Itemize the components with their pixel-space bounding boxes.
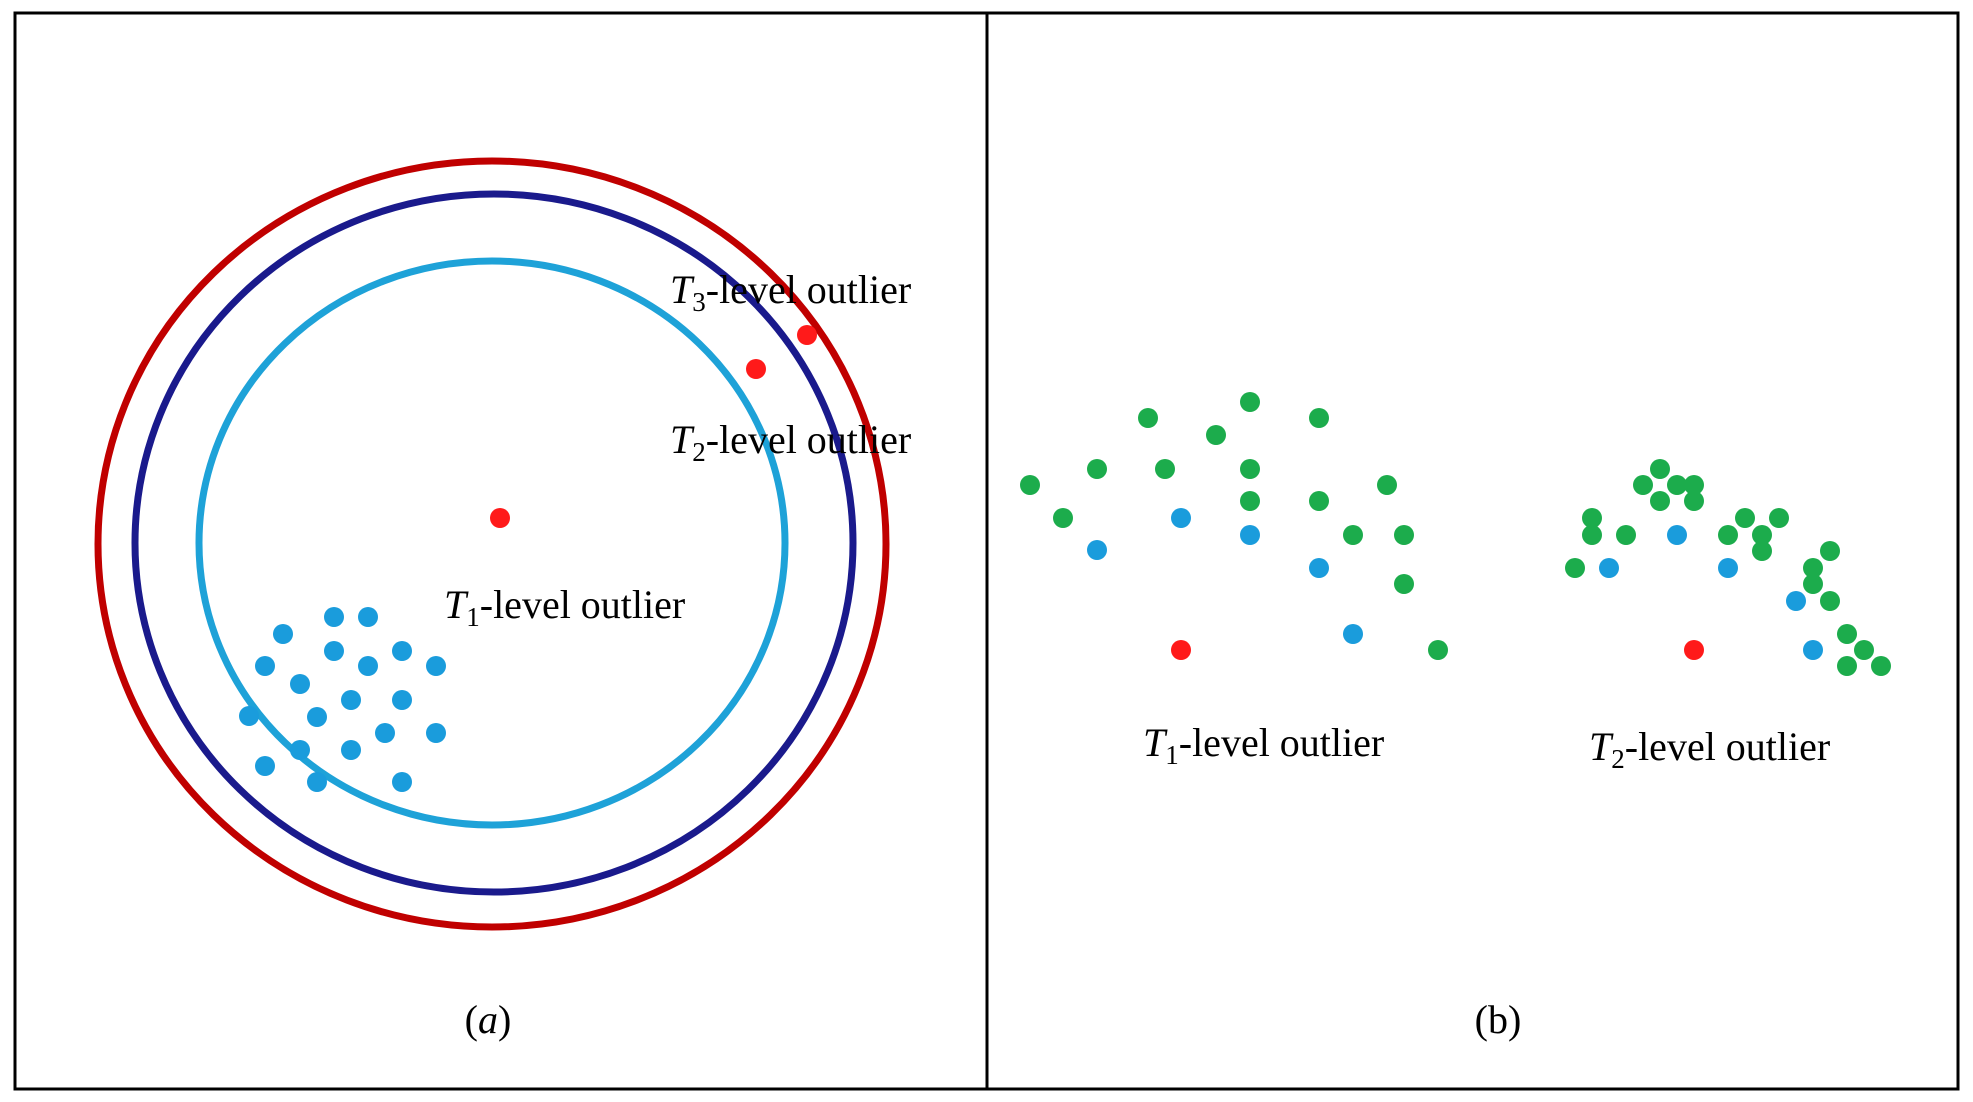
blue-point bbox=[1599, 558, 1619, 578]
green-point bbox=[1803, 574, 1823, 594]
green-point bbox=[1735, 508, 1755, 528]
green-point bbox=[1684, 475, 1704, 495]
panel-b-caption: (b) bbox=[1475, 997, 1522, 1042]
cluster-point bbox=[392, 690, 412, 710]
green-point bbox=[1240, 459, 1260, 479]
green-point bbox=[1837, 656, 1857, 676]
cluster-point bbox=[255, 656, 275, 676]
green-point bbox=[1871, 656, 1891, 676]
green-point bbox=[1394, 574, 1414, 594]
green-point bbox=[1684, 491, 1704, 511]
panel-b-t2-label: T2-level outlier bbox=[1589, 724, 1830, 774]
green-point bbox=[1309, 408, 1329, 428]
green-point bbox=[1854, 640, 1874, 660]
cluster-point bbox=[239, 706, 259, 726]
blue-point bbox=[1309, 558, 1329, 578]
cluster-point bbox=[392, 641, 412, 661]
green-point bbox=[1752, 541, 1772, 561]
green-point bbox=[1650, 459, 1670, 479]
green-point bbox=[1428, 640, 1448, 660]
blue-point bbox=[1343, 624, 1363, 644]
green-point bbox=[1820, 541, 1840, 561]
panel-a-cluster bbox=[239, 607, 446, 792]
green-point bbox=[1394, 525, 1414, 545]
blue-point bbox=[1171, 508, 1191, 528]
blue-point bbox=[1087, 540, 1107, 560]
blue-point bbox=[1803, 640, 1823, 660]
cluster-point bbox=[375, 723, 395, 743]
green-point bbox=[1752, 525, 1772, 545]
green-point bbox=[1377, 475, 1397, 495]
blue-point bbox=[1718, 558, 1738, 578]
green-point bbox=[1582, 525, 1602, 545]
cluster-point bbox=[290, 740, 310, 760]
cluster-point bbox=[324, 641, 344, 661]
cluster-point bbox=[307, 772, 327, 792]
cluster-point bbox=[341, 690, 361, 710]
cluster-point bbox=[426, 723, 446, 743]
navy-ring bbox=[131, 190, 857, 896]
t3-outlier-point bbox=[797, 325, 817, 345]
green-point bbox=[1565, 558, 1585, 578]
green-point bbox=[1240, 491, 1260, 511]
t1-outlier-point bbox=[490, 508, 510, 528]
cluster-point bbox=[307, 707, 327, 727]
green-point bbox=[1718, 525, 1738, 545]
green-point bbox=[1820, 591, 1840, 611]
green-point bbox=[1769, 508, 1789, 528]
panel-a: T3-level outlier T2-level outlier T1-lev… bbox=[94, 157, 911, 1042]
green-point bbox=[1206, 425, 1226, 445]
green-point bbox=[1053, 508, 1073, 528]
panel-b: T1-level outlier T2-level outlier (b) bbox=[1020, 392, 1891, 1042]
t2-outlier-label: T2-level outlier bbox=[670, 417, 911, 467]
light-blue-ring bbox=[195, 257, 789, 829]
green-point bbox=[1309, 491, 1329, 511]
green-point bbox=[1582, 508, 1602, 528]
green-point bbox=[1803, 558, 1823, 578]
green-point bbox=[1667, 475, 1687, 495]
cluster-point bbox=[290, 674, 310, 694]
green-point bbox=[1343, 525, 1363, 545]
green-point bbox=[1633, 475, 1653, 495]
green-point bbox=[1020, 475, 1040, 495]
red-ring bbox=[94, 157, 890, 931]
panel-b-right-cluster bbox=[1565, 459, 1891, 676]
green-point bbox=[1240, 392, 1260, 412]
cluster-point bbox=[341, 740, 361, 760]
t3-outlier-label: T3-level outlier bbox=[670, 267, 911, 317]
cluster-point bbox=[358, 656, 378, 676]
panel-b-t1-outlier-point bbox=[1171, 640, 1191, 660]
panel-a-caption: (a) bbox=[465, 997, 512, 1042]
panel-b-t2-outlier-point bbox=[1684, 640, 1704, 660]
cluster-point bbox=[324, 607, 344, 627]
blue-point bbox=[1667, 525, 1687, 545]
cluster-point bbox=[392, 772, 412, 792]
green-point bbox=[1155, 459, 1175, 479]
t1-outlier-label: T1-level outlier bbox=[444, 582, 685, 632]
green-point bbox=[1138, 408, 1158, 428]
green-point bbox=[1616, 525, 1636, 545]
panel-b-t1-label: T1-level outlier bbox=[1143, 720, 1384, 770]
green-point bbox=[1837, 624, 1857, 644]
blue-point bbox=[1786, 591, 1806, 611]
blue-point bbox=[1240, 525, 1260, 545]
cluster-point bbox=[273, 624, 293, 644]
cluster-point bbox=[358, 607, 378, 627]
green-point bbox=[1087, 459, 1107, 479]
cluster-point bbox=[255, 756, 275, 776]
t2-outlier-point bbox=[746, 359, 766, 379]
panel-b-left-cluster bbox=[1020, 392, 1448, 660]
green-point bbox=[1650, 491, 1670, 511]
cluster-point bbox=[426, 656, 446, 676]
